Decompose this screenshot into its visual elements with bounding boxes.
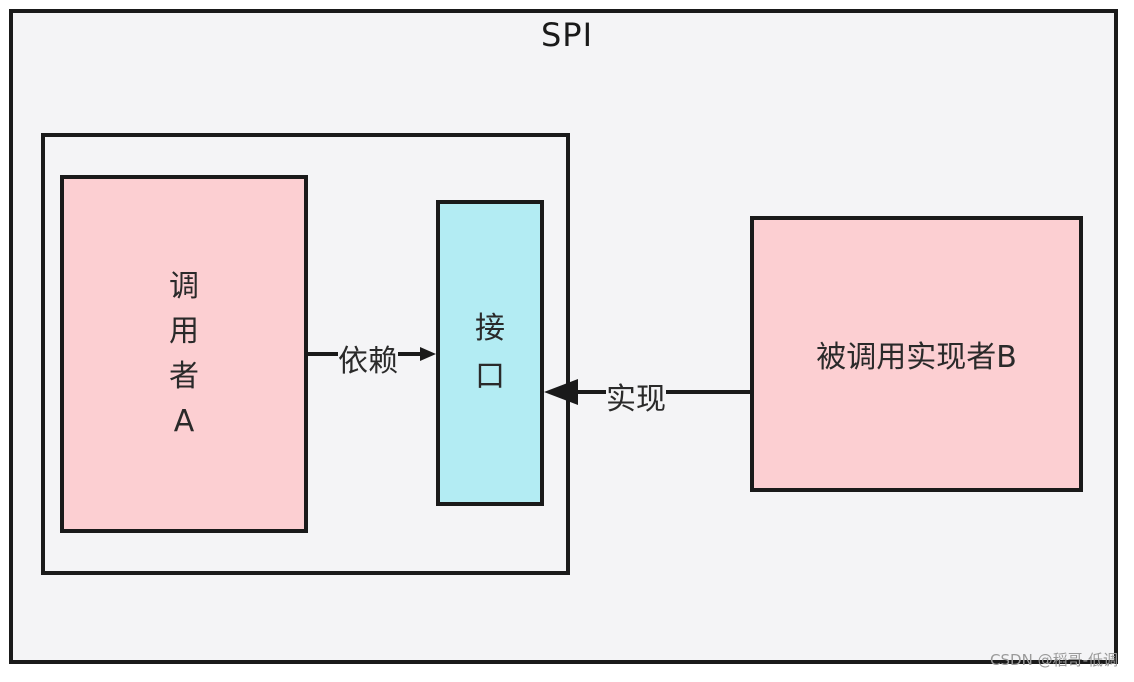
spi-title: SPI [540,16,594,54]
caller-a-char: 者 [169,359,199,394]
caller-a-char: 调 [169,269,199,304]
implements-edge-label: 实现 [606,374,666,418]
dependency-edge-label: 依赖 [338,336,398,380]
implementor-b-label: 被调用实现者B [816,340,1017,375]
interface-char: 口 [475,359,505,394]
implementor-b-box: 被调用实现者B [750,216,1083,492]
watermark-text: CSDN @稻哥-低调 [990,651,1118,669]
caller-a-char: A [173,404,195,439]
interface-box: 接 口 [436,200,544,506]
caller-a-box: 调 用 者 A [60,175,308,533]
interface-char: 接 [475,311,505,346]
caller-a-label: 调 用 者 A [169,264,199,444]
interface-label: 接 口 [475,305,505,401]
caller-a-char: 用 [169,314,199,349]
